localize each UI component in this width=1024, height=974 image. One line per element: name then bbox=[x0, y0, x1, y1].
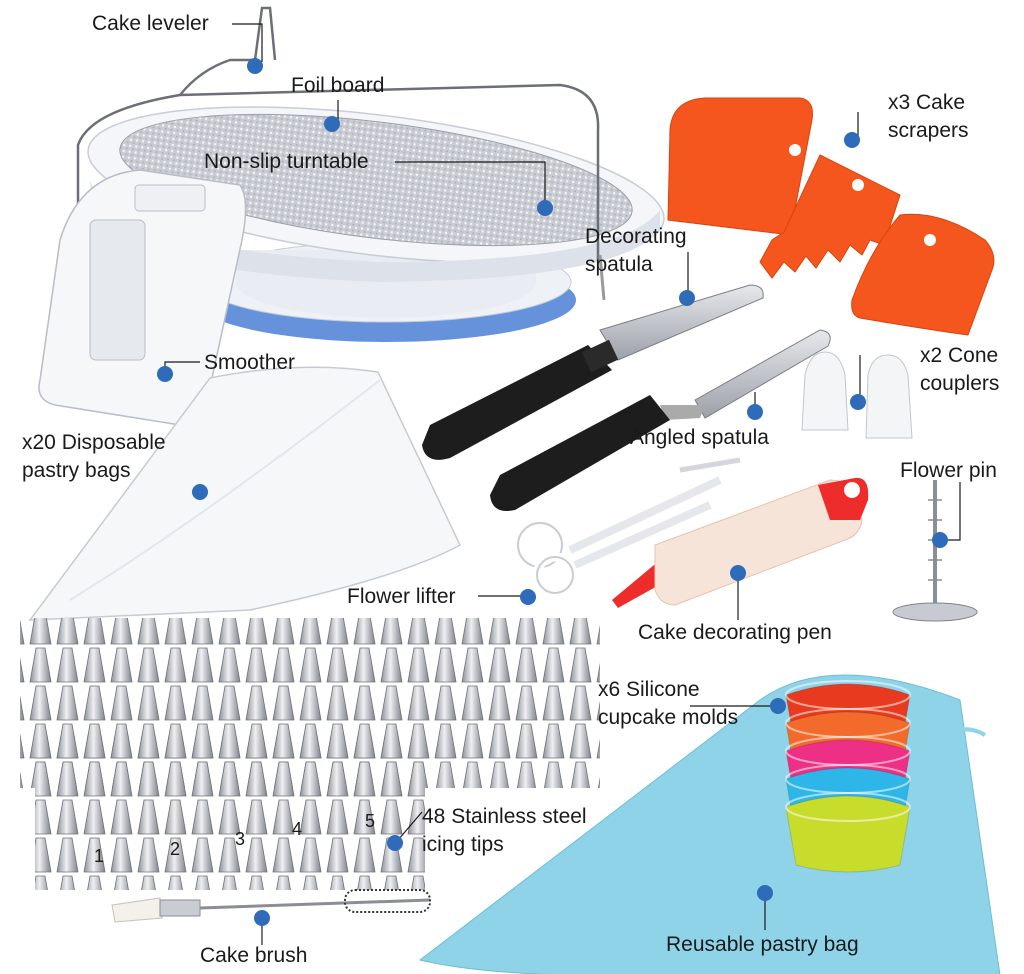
label-cake-scrapers-line1: x3 Cake bbox=[888, 91, 966, 114]
angled-spatula bbox=[490, 329, 831, 511]
marker-cake-leveler bbox=[247, 58, 263, 74]
label-icing-tips-line2: icing tips bbox=[422, 833, 504, 856]
tip-number-3: 3 bbox=[235, 829, 245, 849]
cake-decorating-pen bbox=[612, 477, 869, 608]
icing-tip-numbers: 1 2 3 4 5 bbox=[94, 811, 375, 866]
marker-cake-brush bbox=[254, 910, 270, 926]
label-reusable-bag: Reusable pastry bag bbox=[666, 933, 859, 956]
label-cone-couplers-line2: couplers bbox=[920, 372, 1000, 395]
flower-lifter bbox=[513, 457, 741, 598]
label-cupcake-molds-line2: cupcake molds bbox=[598, 706, 739, 729]
label-cake-leveler: Cake leveler bbox=[92, 12, 209, 35]
cake-brush bbox=[111, 889, 431, 923]
label-pastry-bags-line2: pastry bags bbox=[22, 459, 131, 482]
label-decorating-spatula-line1: Decorating bbox=[585, 225, 687, 248]
marker-foil-board bbox=[324, 116, 340, 132]
flower-pin bbox=[892, 480, 978, 622]
label-decorating-spatula-line2: spatula bbox=[585, 253, 653, 276]
tip-number-5: 5 bbox=[365, 811, 375, 831]
marker-decorating-spatula bbox=[679, 290, 695, 306]
marker-flower-pin bbox=[932, 532, 948, 548]
label-pastry-bags-line1: x20 Disposable bbox=[22, 431, 166, 454]
label-turntable: Non-slip turntable bbox=[204, 150, 369, 173]
marker-pastry-bags bbox=[192, 484, 208, 500]
label-icing-tips-line1: 48 Stainless steel bbox=[422, 805, 587, 828]
label-flower-pin: Flower pin bbox=[900, 459, 997, 482]
cone-couplers bbox=[801, 351, 913, 439]
marker-cake-scrapers bbox=[844, 132, 860, 148]
marker-flower-lifter bbox=[520, 589, 536, 605]
label-cake-brush: Cake brush bbox=[200, 944, 308, 967]
label-angled-spatula: Angled spatula bbox=[630, 426, 769, 449]
cupcake-mold bbox=[785, 795, 911, 873]
tip-number-2: 2 bbox=[170, 839, 180, 859]
marker-turntable bbox=[537, 200, 553, 216]
disposable-pastry-bags bbox=[28, 366, 461, 621]
label-cone-couplers-line1: x2 Cone bbox=[920, 344, 999, 367]
decorating-spatula bbox=[422, 284, 764, 460]
label-foil-board: Foil board bbox=[291, 74, 385, 97]
marker-icing-tips bbox=[387, 835, 403, 851]
marker-smoother bbox=[157, 366, 173, 382]
marker-dots bbox=[157, 58, 948, 926]
cake-scrapers bbox=[667, 97, 995, 336]
marker-angled-spatula bbox=[747, 404, 763, 420]
marker-reusable-bag bbox=[757, 885, 773, 901]
cake-smoother bbox=[38, 169, 247, 426]
label-cake-scrapers-line2: scrapers bbox=[888, 119, 969, 142]
tip-number-1: 1 bbox=[94, 846, 104, 866]
cupcake-mold-rim bbox=[785, 792, 911, 822]
stainless-steel-icing-tips bbox=[20, 618, 600, 890]
silicone-cupcake-molds bbox=[785, 680, 911, 873]
label-cupcake-molds-line1: x6 Silicone bbox=[598, 678, 700, 701]
tip-number-4: 4 bbox=[292, 819, 302, 839]
label-smoother: Smoother bbox=[204, 351, 296, 374]
label-decorating-pen: Cake decorating pen bbox=[638, 621, 832, 644]
cake-leveler bbox=[76, 6, 606, 301]
marker-decorating-pen bbox=[730, 565, 746, 581]
foil-board bbox=[119, 113, 633, 247]
marker-cupcake-molds bbox=[770, 698, 786, 714]
label-flower-lifter: Flower lifter bbox=[347, 585, 456, 608]
marker-cone-couplers bbox=[850, 394, 866, 410]
